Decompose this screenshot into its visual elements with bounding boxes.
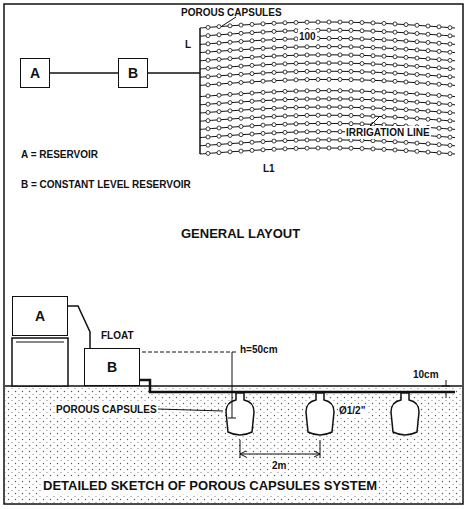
leader-line [222, 17, 236, 26]
dimension: Ø1/2" [338, 404, 366, 417]
dimension-tick [240, 440, 241, 458]
water-level-line [142, 352, 236, 353]
caption: DETAILED SKETCH OF POROUS CAPSULES SYSTE… [42, 478, 378, 494]
legend-note: A = RESERVOIR [20, 148, 99, 161]
ground-line [5, 385, 462, 387]
tank: A [12, 296, 68, 336]
dimension-tick [320, 440, 321, 458]
leader-line [370, 116, 380, 126]
depth-marks [442, 380, 450, 398]
part-label: IRRIGATION LINE [345, 126, 431, 139]
frame [4, 4, 463, 504]
buried-pipe [140, 380, 455, 392]
node-letter: A [35, 308, 45, 324]
legend-note: B = CONSTANT LEVEL RESERVOIR [20, 178, 192, 191]
node-letter: B [107, 359, 117, 375]
part-label: FLOAT [100, 329, 135, 342]
node-letter: B [128, 65, 138, 81]
stand-top [16, 342, 64, 343]
section-heading: GENERAL LAYOUT [180, 226, 301, 242]
stand [12, 338, 68, 386]
reservoir-box: B [118, 58, 148, 88]
dimension: h=50cm [239, 343, 279, 356]
irrigation-rows [200, 20, 455, 156]
node-letter: A [30, 65, 40, 81]
leader-line [158, 409, 223, 411]
dimension: 100 [298, 30, 317, 43]
dimension-line [240, 451, 320, 457]
dimension: 10cm [412, 368, 440, 381]
tank: B [84, 348, 140, 386]
dimension-tick [228, 418, 236, 419]
reservoir-box: A [20, 58, 50, 88]
supply-pipe [50, 72, 118, 74]
part-label: POROUS CAPSULES [55, 403, 158, 416]
dimension: L1 [262, 162, 276, 175]
porous-capsules [226, 393, 419, 435]
supply-line [148, 72, 200, 74]
soil [5, 386, 462, 503]
feed-hose [68, 306, 90, 348]
part-label: POROUS CAPSULES [180, 6, 283, 19]
dimension: L [184, 38, 192, 51]
dimension-line [232, 352, 233, 418]
dimension: 2m [271, 459, 287, 472]
